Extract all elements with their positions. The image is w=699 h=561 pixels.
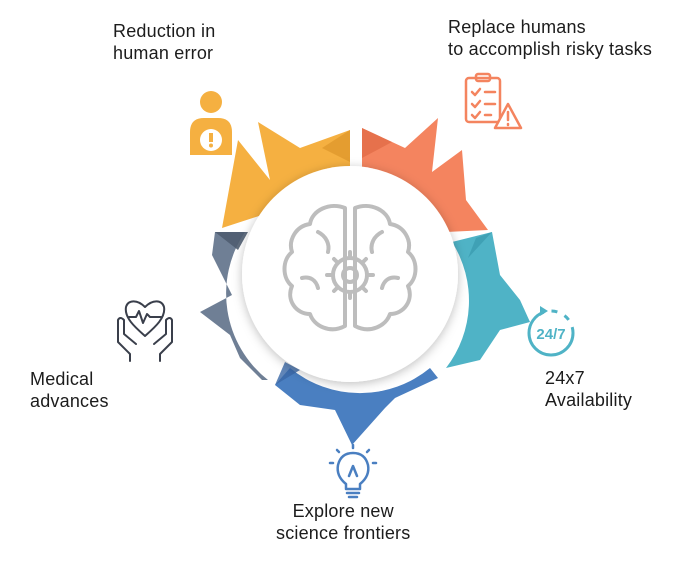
- clock-24-7-icon: 24/7: [527, 306, 575, 357]
- clock-24-7-label: 24/7: [536, 326, 565, 343]
- label-availability: 24x7 Availability: [545, 367, 632, 411]
- segment-availability-shade: [468, 232, 492, 258]
- segment-medical: [200, 232, 268, 380]
- label-reduction-line2: human error: [113, 43, 214, 63]
- segment-medical-shade: [215, 232, 248, 250]
- label-explore-science: Explore new science frontiers: [276, 500, 410, 544]
- label-replace-humans: Replace humans to accomplish risky tasks: [448, 16, 652, 60]
- segment-explore: [275, 368, 438, 445]
- label-reduction-line1: Reduction in: [113, 21, 216, 41]
- segment-reduction-shade: [322, 130, 350, 162]
- label-availability-line2: Availability: [545, 390, 633, 410]
- label-replace-line1: Replace humans: [448, 17, 586, 37]
- brain-gear-icon: [282, 204, 418, 332]
- center-circle: [242, 166, 458, 382]
- label-explore-line2: science frontiers: [276, 523, 411, 543]
- person-alert-icon: [190, 91, 232, 155]
- segment-replace: [362, 118, 488, 232]
- label-medical-line1: Medical: [30, 369, 94, 389]
- label-medical-line2: advances: [30, 391, 109, 411]
- label-explore-line1: Explore new: [292, 501, 394, 521]
- label-replace-line2: to accomplish risky tasks: [448, 39, 653, 59]
- ring-segments: [200, 118, 530, 445]
- segment-replace-shade: [362, 128, 392, 158]
- label-availability-line1: 24x7: [545, 368, 585, 388]
- label-medical-advances: Medical advances: [30, 368, 109, 412]
- segment-reduction: [222, 122, 350, 228]
- segment-availability: [446, 232, 530, 368]
- clipboard-warning-icon: [464, 72, 523, 130]
- hands-heart-icon: [117, 300, 173, 362]
- lightbulb-icon: [328, 443, 378, 499]
- segment-explore-shade: [275, 362, 300, 385]
- label-reduction-human-error: Reduction in human error: [113, 20, 215, 64]
